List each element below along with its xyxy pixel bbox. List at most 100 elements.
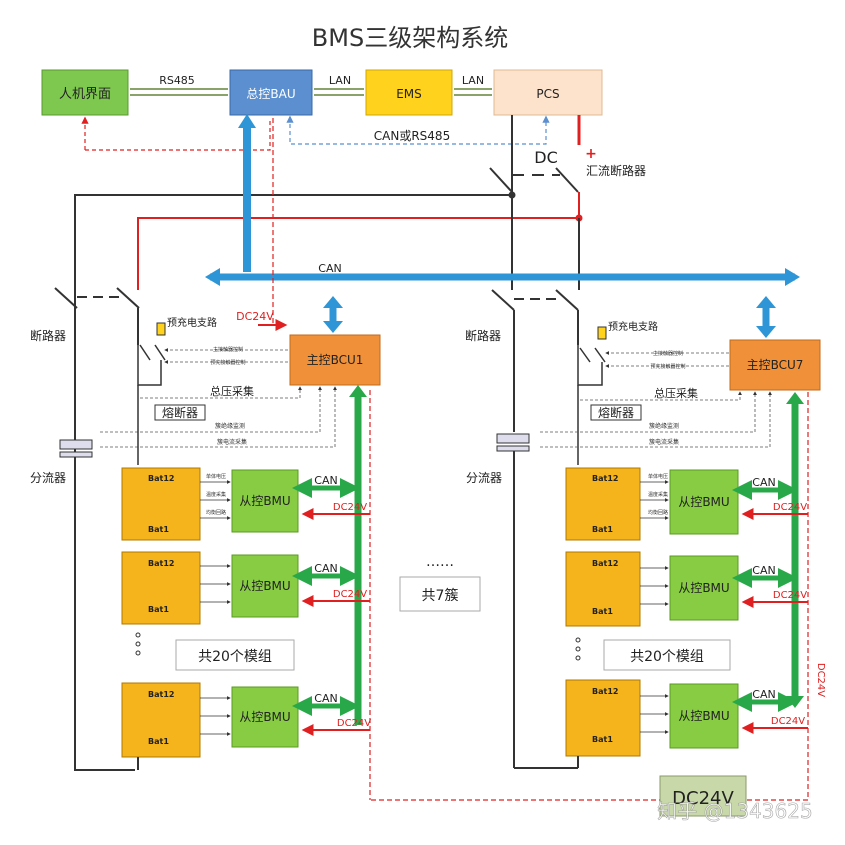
left-module-20: Bat12 Bat1 从控BMU CAN DC24V <box>121 682 371 758</box>
hmi-box <box>41 69 129 116</box>
bcu1-can-arrow-down <box>323 321 343 333</box>
bau-can-arrow <box>238 114 256 128</box>
svg-text:Bat1: Bat1 <box>148 737 169 746</box>
bau-label: 总控BAU <box>246 87 295 101</box>
svg-text:Bat1: Bat1 <box>148 605 169 614</box>
svg-text:单体电压: 单体电压 <box>648 473 668 480</box>
svg-text:温度采集: 温度采集 <box>206 491 226 498</box>
middle-dots: …… <box>426 554 454 570</box>
lan-label-1: LAN <box>329 74 351 87</box>
bus-breaker-label-1: 汇流断路器 <box>586 163 646 178</box>
lan-label-2: LAN <box>462 74 484 87</box>
svg-text:均衡回路: 均衡回路 <box>648 509 668 516</box>
svg-text:CAN: CAN <box>752 564 775 577</box>
svg-text:Bat1: Bat1 <box>592 735 613 744</box>
svg-text:主接触器控制: 主接触器控制 <box>653 350 683 357</box>
right-m20-bmu: 从控BMU <box>678 709 729 723</box>
svg-text:DC24V: DC24V <box>337 718 371 729</box>
svg-text:CAN: CAN <box>752 476 775 489</box>
left-current-label: 簇电流采集 <box>217 438 247 446</box>
svg-text:单体电压: 单体电压 <box>206 473 226 480</box>
left-shunt-label: 分流器 <box>30 471 66 485</box>
top-row-links <box>130 88 492 96</box>
pcs-box <box>493 69 603 116</box>
left-dc24v-label: DC24V <box>236 310 274 323</box>
dc24v-return-dashed <box>370 392 809 801</box>
can-rs485-label: CAN或RS485 <box>374 129 450 143</box>
svg-text:CAN: CAN <box>752 688 775 701</box>
ems-box <box>365 69 453 116</box>
left-precharge-label: 预充电支路 <box>167 316 217 329</box>
rs485-label: RS485 <box>159 74 195 87</box>
bcu1-label: 主控BCU1 <box>307 353 364 367</box>
plus-label: + <box>585 146 597 162</box>
left-fuse-label: 熔断器 <box>162 405 198 420</box>
right-fuse-label: 熔断器 <box>598 405 634 420</box>
svg-text:均衡回路: 均衡回路 <box>206 509 226 516</box>
left-m1-bat-bottom: Bat1 <box>148 525 169 534</box>
right-total-voltage: 总压采集 <box>654 386 698 400</box>
watermark: 知乎 @1343625 <box>657 799 812 823</box>
right-vertical-dc24v: DC24V <box>815 663 826 697</box>
diagram-title: BMS三级架构系统 <box>312 24 508 52</box>
svg-text:CAN: CAN <box>314 562 337 575</box>
ems-label: EMS <box>396 87 422 101</box>
left-module-2: Bat12 Bat1 从控BMU CAN DC24V <box>121 551 370 625</box>
right-precharge-label: 预充电支路 <box>608 320 658 333</box>
left-precharge-ctrl: 预充接触器控制 <box>210 359 245 366</box>
left-m20-bmu: 从控BMU <box>239 710 290 724</box>
right-modules-label: 共20个模组 <box>630 649 704 665</box>
left-fuse-box <box>154 404 206 421</box>
right-module-2: Bat12 Bat1 从控BMU CAN DC24V <box>565 551 808 627</box>
can-bus-label: CAN <box>318 262 341 275</box>
left-ellipsis <box>135 632 141 656</box>
middle-clusters-label: 共7簇 <box>422 588 459 604</box>
dc-label: DC <box>534 148 558 167</box>
bcu1-can-arrow-up <box>323 296 343 308</box>
left-m1-bat-top: Bat12 <box>148 474 174 483</box>
cluster-left: 断路器 预充电支路 DC24V 主控BCU1 主接触器控制 预充接触器控制 总压… <box>30 287 381 800</box>
svg-text:温度采集: 温度采集 <box>648 491 668 498</box>
can-bus-arrow-right <box>785 268 800 286</box>
bau-box <box>229 69 313 116</box>
dc24v-supply-box <box>659 775 747 817</box>
left-insulation-label: 簇绝缘监测 <box>215 422 245 430</box>
hmi-bau-red-dashed <box>85 118 271 151</box>
svg-text:Bat12: Bat12 <box>148 559 174 568</box>
svg-text:Bat1: Bat1 <box>592 607 613 616</box>
svg-text:Bat12: Bat12 <box>592 474 618 483</box>
left-modules-label: 共20个模组 <box>198 649 272 665</box>
left-module-1: Bat12 Bat1 从控BMU 单体电压 温度采集 均衡回路 CAN DC24… <box>121 467 370 541</box>
svg-text:DC24V: DC24V <box>773 502 807 513</box>
svg-text:DC24V: DC24V <box>333 589 367 600</box>
hmi-label: 人机界面 <box>59 87 111 102</box>
svg-text:簇电流采集: 簇电流采集 <box>649 438 679 446</box>
left-precharge-resistor <box>156 322 166 336</box>
bus-breaker-symbol <box>489 167 579 193</box>
dc24v-supply-label: DC24V <box>672 788 734 809</box>
left-m2-bmu: 从控BMU <box>239 579 290 593</box>
svg-text:CAN: CAN <box>314 692 337 705</box>
left-shunt-symbol <box>59 439 93 450</box>
right-module-1: Bat12 Bat1 从控BMU 单体电压 温度采集 均衡回路 CAN DC24… <box>565 467 808 541</box>
svg-text:Bat12: Bat12 <box>592 687 618 696</box>
left-pos-bus <box>137 217 579 290</box>
right-shunt-label: 分流器 <box>466 471 502 485</box>
left-total-voltage: 总压采集 <box>210 384 254 398</box>
svg-text:预充接触器控制: 预充接触器控制 <box>650 363 685 370</box>
right-breaker-label: 断路器 <box>465 328 501 343</box>
svg-text:Bat12: Bat12 <box>592 559 618 568</box>
can-rs485-link <box>286 115 550 145</box>
svg-text:DC24V: DC24V <box>771 716 805 727</box>
svg-text:DC24V: DC24V <box>773 590 807 601</box>
svg-text:DC24V: DC24V <box>333 502 367 513</box>
bcu1-box <box>289 334 381 386</box>
left-main-contactor-ctrl: 主接触器控制 <box>213 346 243 353</box>
left-m1-bmu: 从控BMU <box>239 494 290 508</box>
right-m1-bmu: 从控BMU <box>678 495 729 509</box>
svg-text:CAN: CAN <box>314 474 337 487</box>
right-module-20: Bat12 Bat1 从控BMU CAN DC24V <box>565 679 808 757</box>
bcu7-box <box>729 339 821 391</box>
